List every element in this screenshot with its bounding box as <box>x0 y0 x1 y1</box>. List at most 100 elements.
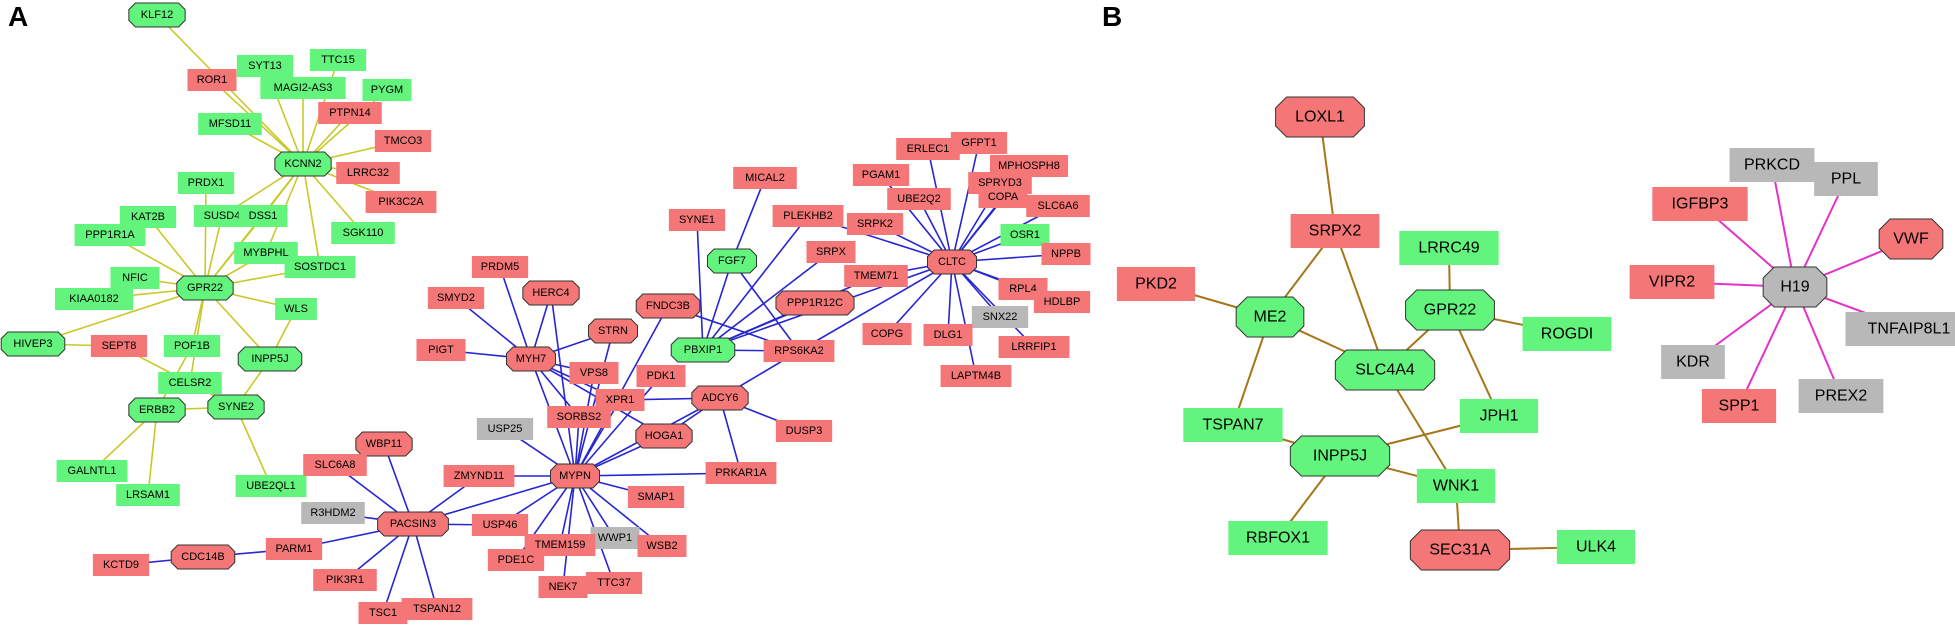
node-label: USP25 <box>488 423 523 435</box>
node-label: ULK4 <box>1576 539 1616 556</box>
edge-prdx1-gpr22 <box>204 182 207 289</box>
edge-cltc-gfpt1 <box>951 142 980 263</box>
node-wnk1: WNK1 <box>1416 469 1496 503</box>
node-lrrc32: LRRC32 <box>336 162 400 184</box>
node-label: PDK1 <box>647 370 676 382</box>
node-sorbs2: SORBS2 <box>547 406 611 428</box>
node-label: PTPN14 <box>329 107 371 119</box>
rect-node-shape <box>193 205 251 227</box>
node-label: GALNTL1 <box>68 465 117 477</box>
node-label: SMYD2 <box>437 292 475 304</box>
edge-cltc-laptm4b <box>951 261 977 377</box>
node-label: WWP1 <box>598 532 632 544</box>
rect-node-shape <box>416 339 466 361</box>
node-label: VPS8 <box>580 367 608 379</box>
node-prkcd: PRKCD <box>1729 148 1815 182</box>
rect-node-shape <box>1399 231 1499 265</box>
node-adcy6: ADCY6 <box>691 385 749 411</box>
node-label: PBXIP1 <box>684 344 723 356</box>
node-label: PPP1R12C <box>787 297 843 309</box>
node-sostdc1: SOSTDC1 <box>284 256 356 278</box>
node-label: PKD2 <box>1135 276 1177 293</box>
node-label: NFIC <box>122 272 148 284</box>
rect-node-shape <box>236 55 294 77</box>
node-pik3r1: PIK3R1 <box>313 569 377 591</box>
node-pdk1: PDK1 <box>636 365 686 387</box>
node-label: SRPX <box>816 246 847 258</box>
node-label: CLTC <box>938 256 966 268</box>
edge-cltc-rps6ka2 <box>798 261 953 352</box>
octagon-node-shape <box>176 275 234 301</box>
node-tnfaip8l1: TNFAIP8L1 <box>1845 312 1955 346</box>
node-label: UBE2QL1 <box>246 480 296 492</box>
node-nfic: NFIC <box>110 267 160 289</box>
node-label: NPPB <box>1051 248 1081 260</box>
rect-node-shape <box>1041 243 1091 265</box>
node-label: WSB2 <box>646 540 677 552</box>
edge-myh7-prdm5 <box>499 266 532 360</box>
edge-hivep3-gpr22 <box>32 287 206 345</box>
node-celsr2: CELSR2 <box>158 372 222 394</box>
node-label: VWF <box>1893 231 1929 248</box>
rect-node-shape <box>637 535 687 557</box>
node-pde1c: PDE1C <box>487 549 545 571</box>
node-label: HOGA1 <box>645 430 684 442</box>
node-label: PARM1 <box>275 543 312 555</box>
octagon-node-shape <box>522 280 580 306</box>
node-gfpt1: GFPT1 <box>950 132 1008 154</box>
node-vipr2: VIPR2 <box>1629 265 1715 299</box>
rect-node-shape <box>238 205 288 227</box>
node-slc6a6: SLC6A6 <box>1026 195 1090 217</box>
rect-node-shape <box>733 167 797 189</box>
node-label: HERC4 <box>532 287 569 299</box>
node-kiaa0182: KIAA0182 <box>54 288 134 310</box>
node-pik3c2a: PIK3C2A <box>365 191 437 213</box>
rect-node-shape <box>636 365 686 387</box>
node-label: SEPT8 <box>102 340 137 352</box>
node-magi2-as3: MAGI2-AS3 <box>260 77 346 99</box>
node-erlec1: ERLEC1 <box>896 138 960 160</box>
node-label: RPL4 <box>1009 283 1037 295</box>
edge-pbxip1-plekhb2 <box>702 215 809 351</box>
rect-node-shape <box>538 576 588 598</box>
node-erbb2: ERBB2 <box>128 397 186 423</box>
rect-node-shape <box>1416 469 1496 503</box>
node-wls: WLS <box>275 298 317 320</box>
rect-node-shape <box>265 538 323 560</box>
node-label: TMCO3 <box>384 135 423 147</box>
edge-pbxip1-syne1 <box>696 219 704 351</box>
node-ptpn14: PTPN14 <box>318 102 382 124</box>
node-copg: COPG <box>862 323 912 345</box>
node-label: USP46 <box>483 519 518 531</box>
node-label: VIPR2 <box>1649 274 1695 291</box>
rect-node-shape <box>275 298 317 320</box>
node-label: TTC37 <box>597 577 631 589</box>
node-label: DSS1 <box>249 210 278 222</box>
node-label: LRRC32 <box>347 167 389 179</box>
rect-node-shape <box>471 256 529 278</box>
node-vwf: VWF <box>1878 218 1944 260</box>
node-label: ERBB2 <box>139 404 175 416</box>
node-label: TSPAN12 <box>413 603 461 615</box>
node-ppl: PPL <box>1814 162 1878 196</box>
node-hdlbp: HDLBP <box>1033 291 1091 313</box>
node-label: KCNN2 <box>284 158 321 170</box>
node-label: DLG1 <box>934 329 963 341</box>
octagon-node-shape <box>0 331 66 357</box>
node-dusp3: DUSP3 <box>775 420 833 442</box>
node-klf12: KLF12 <box>128 2 186 28</box>
octagon-node-shape <box>706 248 758 274</box>
node-syne1: SYNE1 <box>668 209 726 231</box>
node-label: STRN <box>598 325 628 337</box>
rect-node-shape <box>331 222 395 244</box>
node-label: COPG <box>871 328 903 340</box>
node-tmem71: TMEM71 <box>844 265 908 287</box>
rect-node-shape <box>923 324 973 346</box>
rect-node-shape <box>318 102 382 124</box>
node-xpr1: XPR1 <box>595 389 645 411</box>
node-lrrfip1: LRRFIP1 <box>998 336 1070 358</box>
octagon-node-shape <box>207 394 265 420</box>
rect-node-shape <box>90 335 148 357</box>
node-label: PIGT <box>428 344 454 356</box>
node-label: XPR1 <box>606 394 635 406</box>
